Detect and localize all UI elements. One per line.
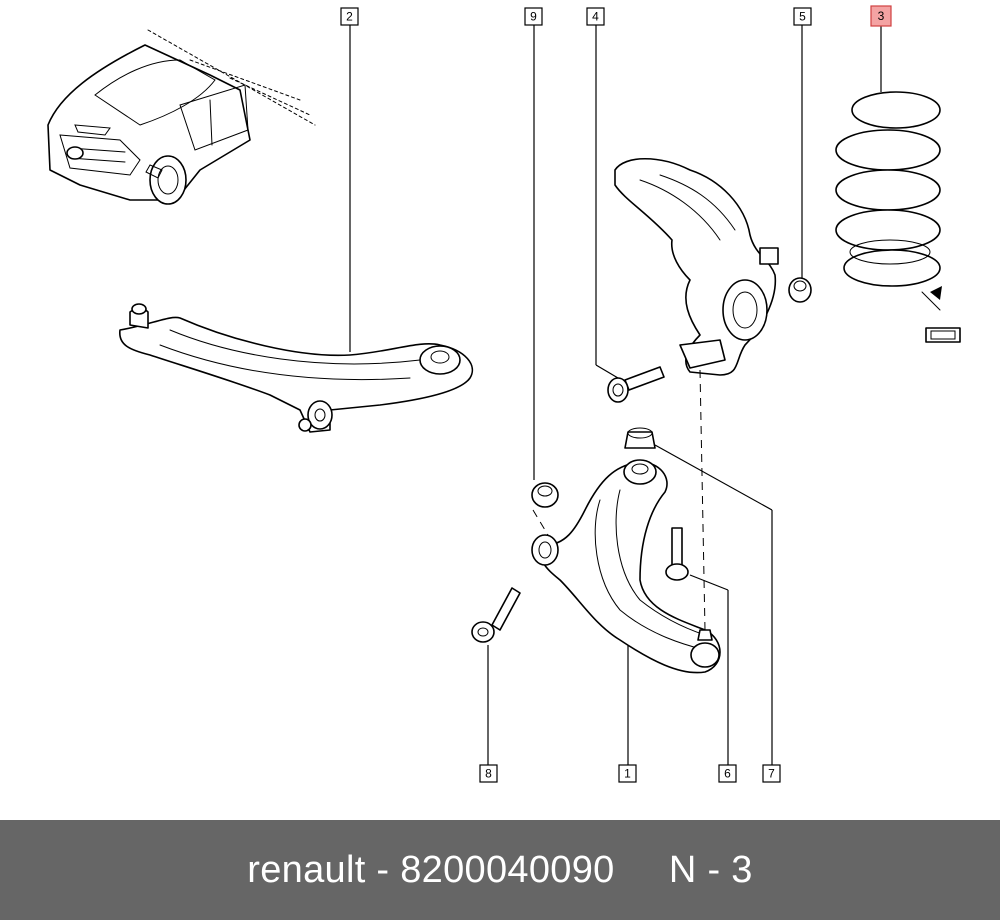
footer-bar: renault - 8200040090 N - 3 bbox=[0, 820, 1000, 920]
callout-label: 7 bbox=[768, 767, 775, 781]
coil-spring-part-3 bbox=[835, 91, 961, 343]
callout-8[interactable]: 8 bbox=[479, 764, 498, 783]
car-illustration bbox=[47, 29, 316, 205]
bushing-part-9 bbox=[531, 482, 559, 508]
bolt-part-8 bbox=[471, 587, 521, 643]
exploded-suspension-diagram: 1 2 3 4 5 6 7 8 9 bbox=[47, 5, 961, 783]
callout-label: 1 bbox=[624, 767, 631, 781]
steering-knuckle bbox=[614, 157, 779, 376]
callout-label: 3 bbox=[878, 9, 885, 23]
callout-7[interactable]: 7 bbox=[762, 764, 781, 783]
callout-label: 5 bbox=[799, 10, 806, 24]
callout-6[interactable]: 6 bbox=[718, 764, 737, 783]
assembly-guide-line bbox=[532, 509, 549, 536]
assembly-guide-line bbox=[699, 369, 706, 631]
callout-label: 8 bbox=[485, 767, 492, 781]
callout-9[interactable]: 9 bbox=[524, 7, 543, 26]
upper-arm-part-2 bbox=[119, 303, 474, 433]
nut-part-5 bbox=[788, 277, 812, 303]
callout-2[interactable]: 2 bbox=[340, 7, 359, 26]
callout-3-highlighted[interactable]: 3 bbox=[870, 5, 892, 27]
nut-part-7 bbox=[624, 427, 656, 449]
lower-arm-part-1 bbox=[531, 459, 721, 674]
callout-label: 2 bbox=[346, 10, 353, 24]
callout-4[interactable]: 4 bbox=[586, 7, 605, 26]
part-number-caption: renault - 8200040090 N - 3 bbox=[247, 848, 753, 891]
bolt-part-6 bbox=[665, 527, 689, 581]
callout-label: 4 bbox=[592, 10, 599, 24]
leader-lines bbox=[349, 25, 882, 765]
callout-label: 6 bbox=[724, 767, 731, 781]
callout-5[interactable]: 5 bbox=[793, 7, 812, 26]
callout-label: 9 bbox=[530, 10, 537, 24]
bolt-part-4 bbox=[607, 366, 665, 403]
callout-1[interactable]: 1 bbox=[618, 764, 637, 783]
